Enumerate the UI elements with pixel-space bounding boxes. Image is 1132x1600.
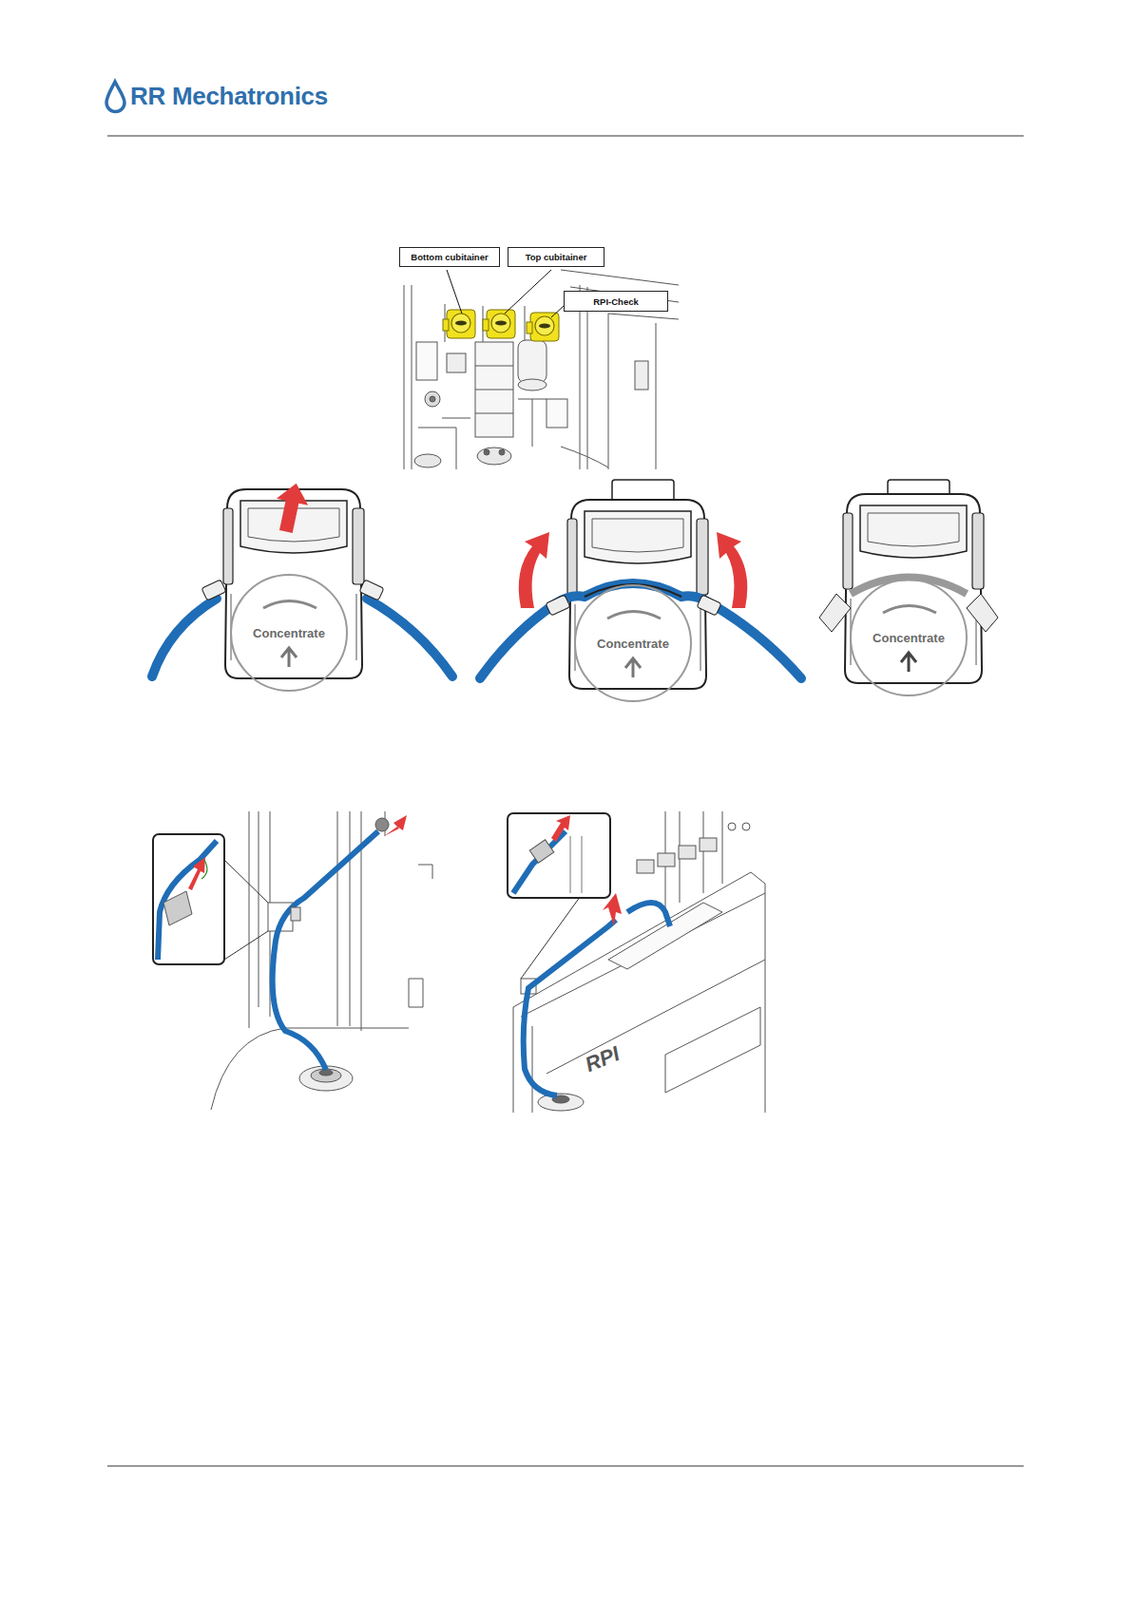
pump-label: Concentrate: [872, 631, 945, 646]
pump-head-face: Concentrate: [574, 584, 692, 703]
pump-head-face: Concentrate: [230, 574, 348, 692]
logo-text: RR Mechatronics: [130, 81, 328, 112]
callout-box: Top cubitainer: [507, 247, 605, 268]
pump-label: Concentrate: [252, 626, 326, 641]
pump-face-symbols: [263, 601, 937, 679]
machine-brand-text: RPI: [581, 1041, 624, 1078]
pump-step-3: [819, 479, 998, 684]
callout-label: Top cubitainer: [525, 251, 588, 263]
tubing-right-illustration: [507, 811, 766, 1113]
leader-lines: [446, 269, 564, 318]
callout-box: RPI-Check: [563, 290, 669, 312]
header-rule: [107, 135, 1024, 137]
callout-box: Bottom cubitainer: [399, 247, 500, 268]
logo-drop: [106, 81, 125, 113]
callout-label: Bottom cubitainer: [410, 251, 488, 263]
pump-head-face: Concentrate: [849, 578, 968, 697]
pump-label: Concentrate: [596, 636, 670, 652]
tubing-left-illustration: [153, 811, 433, 1111]
pump-step-1: [152, 479, 453, 679]
footer-rule: [107, 1466, 1024, 1468]
callout-label: RPI-Check: [593, 296, 639, 307]
valve-panel-illustration: [403, 269, 679, 470]
